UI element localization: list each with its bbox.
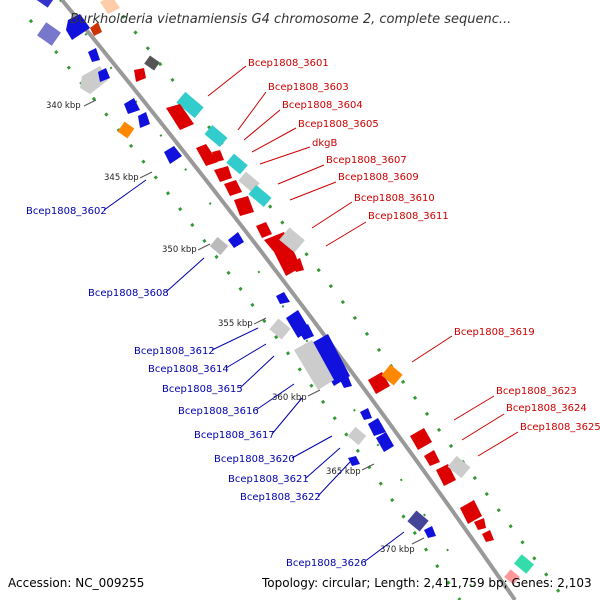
reverse-callouts bbox=[103, 179, 405, 563]
tick-label: 365 kbp bbox=[326, 467, 361, 477]
gene-block[interactable] bbox=[460, 500, 482, 524]
gene-label[interactable]: Bcep1808_3623 bbox=[496, 386, 577, 397]
gene-block[interactable] bbox=[276, 292, 290, 304]
gene-block[interactable] bbox=[224, 180, 242, 196]
gene-block[interactable] bbox=[248, 184, 272, 208]
gene-block[interactable] bbox=[212, 150, 224, 162]
gene-label[interactable]: Bcep1808_3604 bbox=[282, 100, 363, 111]
gene-label[interactable]: Bcep1808_3615 bbox=[162, 384, 243, 395]
gene-block[interactable] bbox=[98, 68, 110, 82]
gene-block[interactable] bbox=[196, 144, 218, 166]
gene-label[interactable]: Bcep1808_3614 bbox=[148, 364, 229, 375]
gene-block[interactable] bbox=[90, 22, 102, 36]
track-guides bbox=[28, 0, 567, 600]
gene-block[interactable] bbox=[474, 518, 486, 530]
gene-block[interactable] bbox=[340, 376, 352, 388]
reverse-gene-labels: Bcep1808_3602 Bcep1808_3608 Bcep1808_361… bbox=[26, 206, 367, 569]
gene-block[interactable] bbox=[514, 554, 534, 574]
gene-label[interactable]: Bcep1808_3603 bbox=[268, 82, 349, 93]
gene-label[interactable]: Bcep1808_3617 bbox=[194, 430, 275, 441]
gene-block[interactable] bbox=[234, 196, 254, 216]
gene-block[interactable] bbox=[176, 91, 204, 119]
gene-block[interactable] bbox=[100, 0, 120, 14]
gene-label[interactable]: Bcep1808_3609 bbox=[338, 172, 419, 183]
gene-block[interactable] bbox=[134, 68, 146, 82]
gene-label[interactable]: Bcep1808_3616 bbox=[178, 406, 259, 417]
tick-label: 370 kbp bbox=[380, 545, 415, 555]
gene-label[interactable]: Bcep1808_3607 bbox=[326, 155, 407, 166]
gene-block[interactable] bbox=[264, 232, 300, 276]
gene-block[interactable] bbox=[447, 455, 471, 479]
gene-block[interactable] bbox=[347, 426, 367, 446]
gene-block[interactable] bbox=[269, 318, 291, 340]
gene-block[interactable] bbox=[360, 408, 372, 420]
accession-text: Accession: NC_009255 bbox=[8, 576, 144, 590]
gene-label[interactable]: dkgB bbox=[312, 138, 337, 149]
gene-block[interactable] bbox=[294, 340, 334, 390]
chromosome-backbone bbox=[60, 0, 517, 600]
tick-label: 345 kbp bbox=[104, 173, 139, 183]
gene-label[interactable]: Bcep1808_3612 bbox=[134, 346, 215, 357]
gene-block[interactable] bbox=[348, 456, 360, 466]
scale-ticks: 340 kbp 345 kbp 350 kbp 355 kbp 360 kbp … bbox=[46, 99, 425, 555]
gene-block[interactable] bbox=[482, 530, 494, 542]
gene-block[interactable] bbox=[368, 418, 386, 436]
gene-label[interactable]: Bcep1808_3602 bbox=[26, 206, 107, 217]
gene-block[interactable] bbox=[117, 121, 135, 139]
tick-label: 340 kbp bbox=[46, 101, 81, 111]
gene-label[interactable]: Bcep1808_3611 bbox=[368, 211, 449, 222]
gene-block[interactable] bbox=[164, 146, 182, 164]
forward-callouts bbox=[207, 65, 519, 457]
gene-label[interactable]: Bcep1808_3619 bbox=[454, 327, 535, 338]
gene-label[interactable]: Bcep1808_3620 bbox=[214, 454, 295, 465]
gene-block[interactable] bbox=[66, 14, 90, 40]
gene-label[interactable]: Bcep1808_3601 bbox=[248, 58, 329, 69]
gene-block[interactable] bbox=[504, 569, 520, 585]
gene-label[interactable]: Bcep1808_3610 bbox=[354, 193, 435, 204]
gene-block[interactable] bbox=[226, 153, 248, 175]
gene-block[interactable] bbox=[214, 166, 232, 182]
gene-block[interactable] bbox=[144, 55, 160, 71]
summary-text: Topology: circular; Length: 2,411,759 bp… bbox=[261, 576, 592, 590]
forward-gene-labels: Bcep1808_3601 Bcep1808_3603 Bcep1808_360… bbox=[248, 58, 600, 433]
gene-block[interactable] bbox=[88, 48, 100, 62]
gene-label[interactable]: Bcep1808_3626 bbox=[286, 558, 367, 569]
gene-block[interactable] bbox=[166, 104, 194, 130]
gene-block[interactable] bbox=[256, 222, 272, 238]
gene-block[interactable] bbox=[209, 236, 229, 256]
gene-block[interactable] bbox=[34, 0, 54, 8]
gene-block[interactable] bbox=[376, 432, 394, 452]
tick-label: 360 kbp bbox=[272, 393, 307, 403]
gene-block[interactable] bbox=[37, 22, 61, 46]
gene-label[interactable]: Bcep1808_3622 bbox=[240, 492, 321, 503]
gene-block[interactable] bbox=[436, 464, 456, 486]
gene-block[interactable] bbox=[310, 334, 350, 386]
gene-label[interactable]: Bcep1808_3625 bbox=[520, 422, 600, 433]
gene-block[interactable] bbox=[410, 428, 432, 450]
gene-block[interactable] bbox=[298, 324, 314, 340]
tick-label: 355 kbp bbox=[218, 319, 253, 329]
gene-block[interactable] bbox=[124, 98, 140, 114]
gene-label[interactable]: Bcep1808_3621 bbox=[228, 474, 309, 485]
gene-block[interactable] bbox=[424, 526, 436, 538]
gene-label[interactable]: Bcep1808_3624 bbox=[506, 403, 587, 414]
gene-block[interactable] bbox=[138, 112, 150, 128]
gene-block[interactable] bbox=[228, 232, 244, 248]
gene-block[interactable] bbox=[407, 510, 429, 532]
gene-label[interactable]: Bcep1808_3605 bbox=[298, 119, 379, 130]
gene-block[interactable] bbox=[424, 450, 440, 466]
gene-block[interactable] bbox=[204, 124, 228, 148]
gene-label[interactable]: Bcep1808_3608 bbox=[88, 288, 169, 299]
map-title: Burkholderia vietnamiensis G4 chromosome… bbox=[70, 12, 511, 27]
tick-label: 350 kbp bbox=[162, 245, 197, 255]
gene-block[interactable] bbox=[292, 258, 304, 272]
gene-features[interactable] bbox=[34, 0, 534, 585]
gene-block[interactable] bbox=[381, 364, 403, 386]
gene-block[interactable] bbox=[279, 227, 305, 253]
